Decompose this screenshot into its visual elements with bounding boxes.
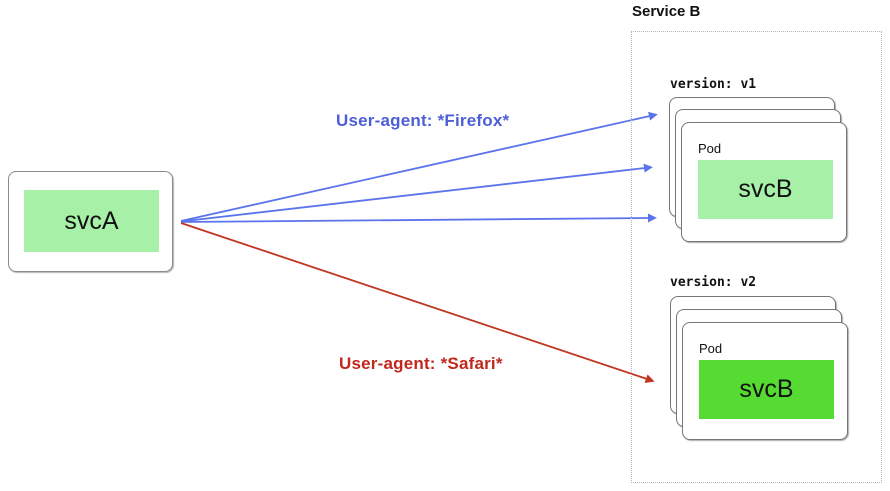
service-a-label: svcA <box>24 190 159 252</box>
version-v2-label: version: v2 <box>670 275 757 290</box>
pod-card-v1-front: Pod svcB <box>681 122 847 242</box>
version-v1-label: version: v1 <box>670 77 757 92</box>
route-label-safari: User-agent: *Safari* <box>339 354 503 373</box>
pod-card-v2-front: Pod svcB <box>682 322 848 440</box>
service-b-v1-label: svcB <box>698 160 833 219</box>
firefox-arrow-top <box>180 111 658 222</box>
firefox-arrow-bottom <box>180 213 657 223</box>
pod-label-v2: Pod <box>699 341 723 356</box>
firefox-arrow-middle <box>180 163 653 223</box>
route-label-firefox: User-agent: *Firefox* <box>336 111 510 130</box>
service-b-v2-label: svcB <box>699 360 834 419</box>
service-b-title: Service B <box>632 3 701 20</box>
service-b-container <box>631 31 882 483</box>
service-a-node: svcA <box>8 171 173 272</box>
pod-label-v1: Pod <box>698 141 722 156</box>
